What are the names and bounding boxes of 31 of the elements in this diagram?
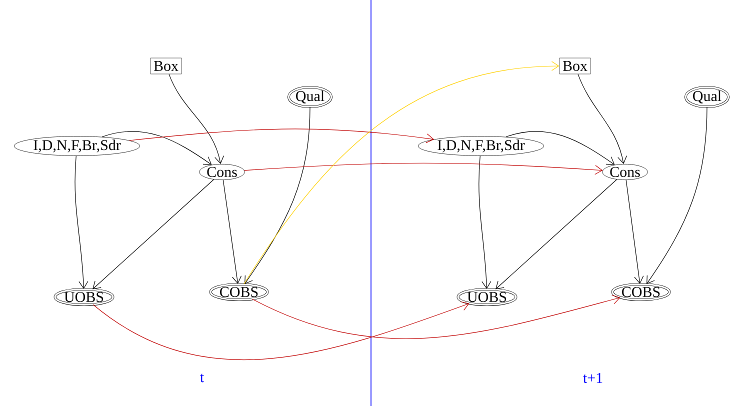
arrow — [646, 106, 708, 284]
arrow — [626, 180, 644, 284]
double-ellipse-node: UOBS — [54, 288, 114, 306]
box-node: Box — [150, 58, 182, 74]
arrow — [129, 128, 434, 144]
ellipse-node: I,D,N,F,Br,Sdr — [14, 136, 140, 156]
arrow — [74, 156, 88, 289]
ellipse-node: Cons — [199, 164, 245, 180]
double-ellipse-node: COBS — [611, 282, 671, 302]
double-ellipse-node: Qual — [684, 86, 730, 108]
arrow — [495, 179, 618, 290]
arrow — [252, 294, 620, 339]
arrow — [244, 106, 310, 284]
double-ellipse-node: UOBS — [456, 288, 518, 306]
arrow — [578, 74, 627, 164]
box-node: Box — [559, 58, 591, 74]
arrow — [244, 162, 603, 175]
double-ellipse-node: COBS — [209, 282, 269, 302]
arrow — [506, 131, 615, 165]
arrow — [92, 301, 470, 360]
time-label: t+1 — [583, 372, 602, 383]
arrow — [102, 131, 212, 165]
ellipse-node: Cons — [602, 164, 648, 180]
time-label: t — [200, 374, 204, 382]
arrow — [478, 156, 492, 289]
double-ellipse-node: Qual — [287, 86, 333, 108]
arrow — [168, 74, 224, 164]
arrow — [244, 61, 560, 284]
arrow — [222, 180, 242, 284]
arrow — [92, 179, 214, 290]
ellipse-node: I,D,N,F,Br,Sdr — [418, 136, 544, 156]
